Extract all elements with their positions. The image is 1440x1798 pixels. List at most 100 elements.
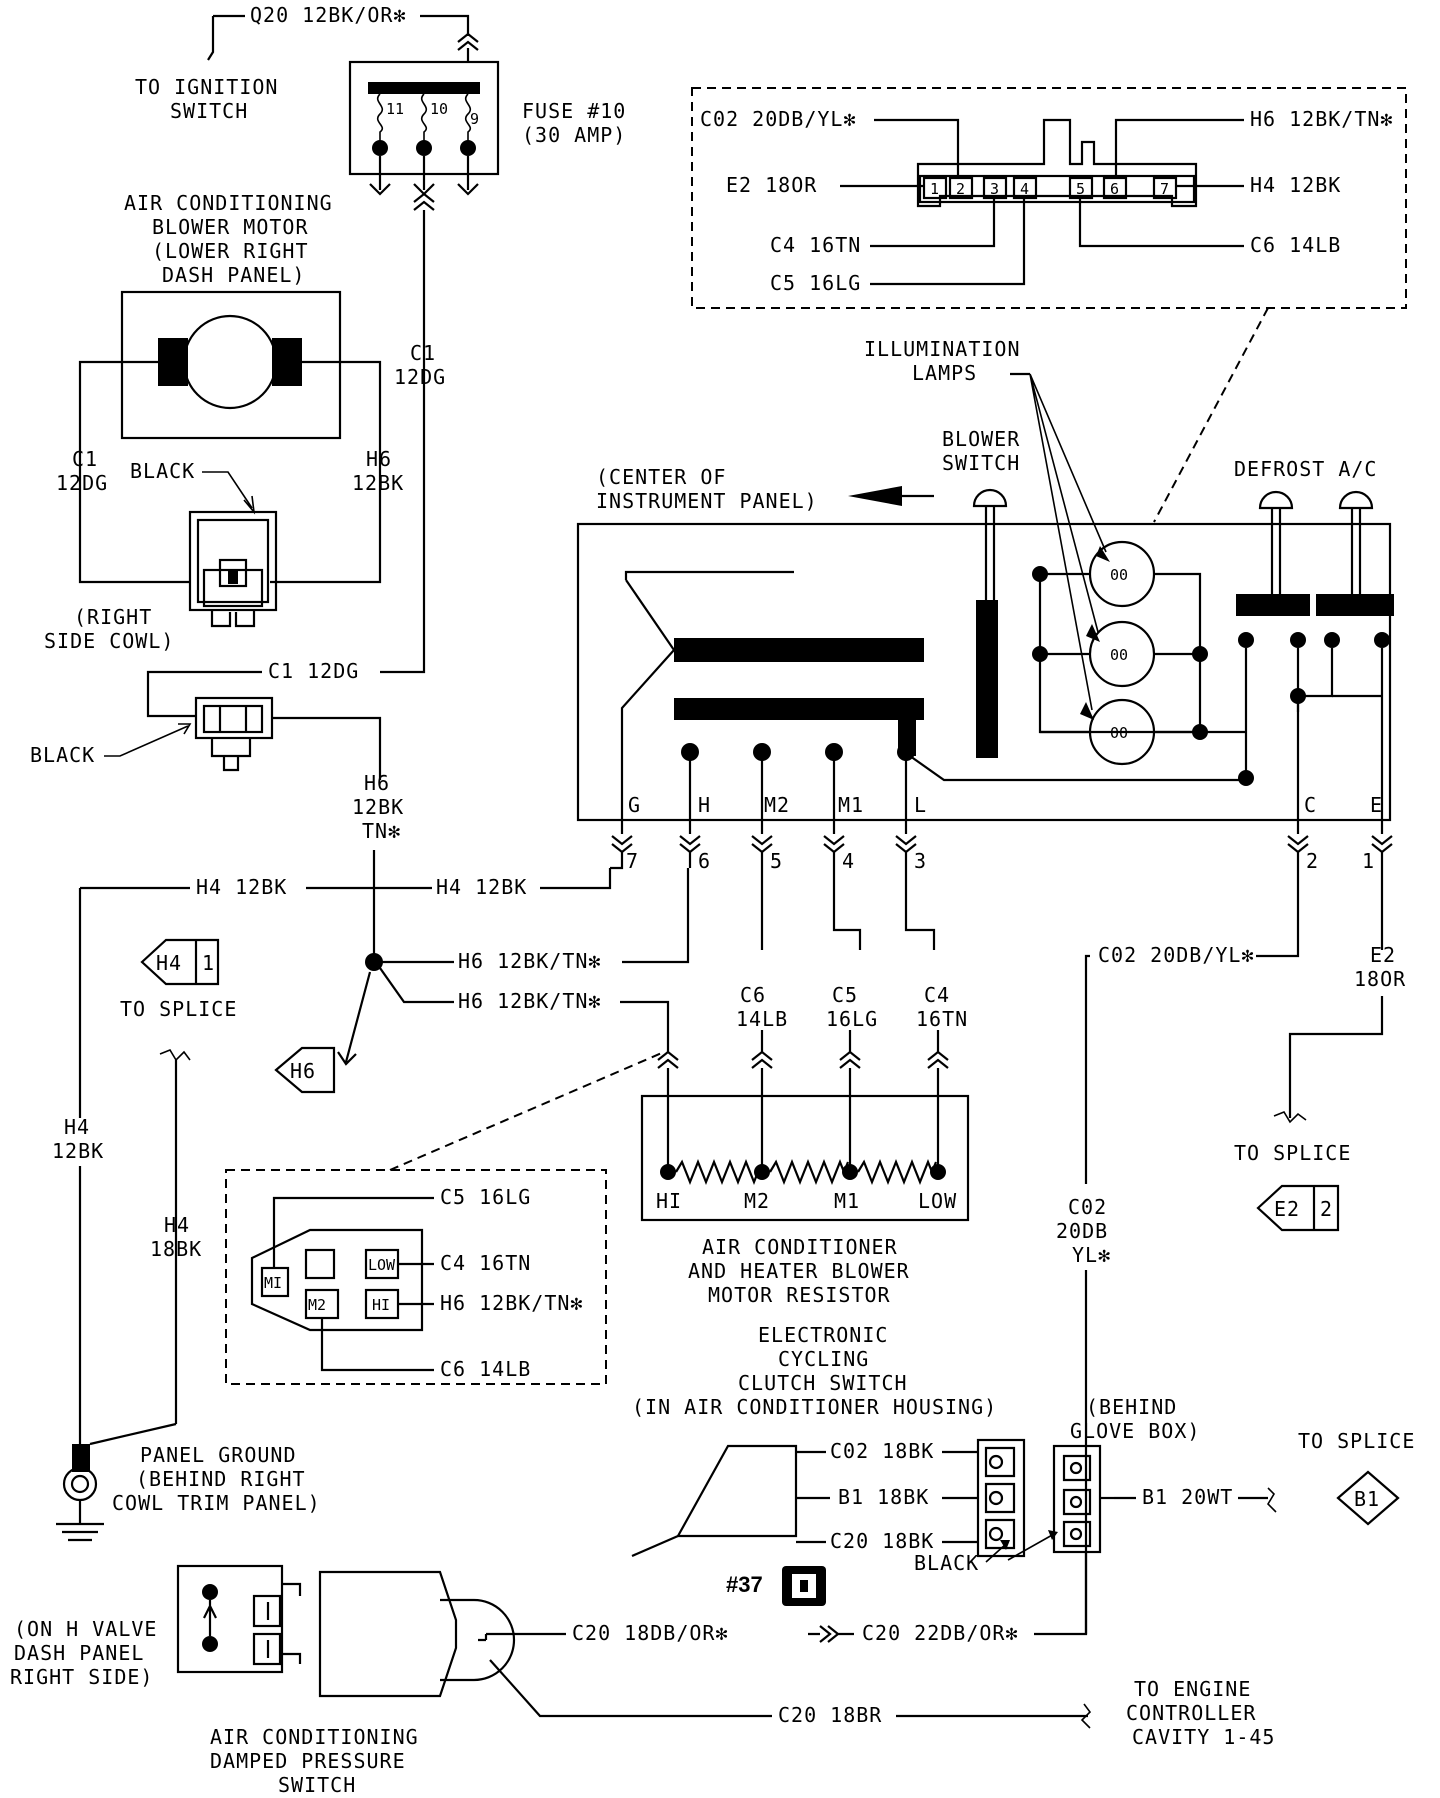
- valve-label-3: RIGHT SIDE): [10, 1665, 153, 1689]
- ecu-label-3: CAVITY 1-45: [1132, 1725, 1275, 1749]
- box-c6-label: C6 14LB: [1250, 233, 1341, 257]
- glove-label-2: GLOVE BOX): [1070, 1419, 1200, 1443]
- terminal-h: H: [698, 793, 711, 817]
- blower-motor-label-4: DASH PANEL): [162, 263, 305, 287]
- ecu-label-2: CONTROLLER: [1126, 1701, 1256, 1725]
- resistor-label-3: MOTOR RESISTOR: [708, 1283, 891, 1307]
- damped-label-3: SWITCH: [278, 1773, 356, 1797]
- to-splice-label: TO SPLICE: [120, 997, 237, 1021]
- ecu-label-1: TO ENGINE: [1134, 1677, 1251, 1701]
- c02-vert-c: YL✻: [1072, 1243, 1111, 1267]
- instrument-panel-switch: G H M2 M1 L C E 00 00 00: [576, 372, 1394, 834]
- clutch-switch: ELECTRONIC CYCLING CLUTCH SWITCH (IN AIR…: [631, 1323, 1415, 1634]
- defrost-ac-label: DEFROST A/C: [1234, 457, 1377, 481]
- splice-b1-text: B1: [1354, 1487, 1380, 1511]
- terminal-m2: M2: [764, 793, 790, 817]
- h4-h6-wires: H4 12BK H4 12BK H6 12BK/TN✻ H6 12BK/TN✻ …: [52, 850, 690, 1446]
- clutch-wire-3: C20 18BK: [830, 1529, 934, 1553]
- fuse-pin-10: 10: [430, 100, 448, 118]
- terminal-c: C: [1304, 793, 1317, 817]
- clutch-black-label: BLACK: [914, 1551, 979, 1575]
- h4-18bk-label-a: H4: [164, 1213, 190, 1237]
- to-splice-e2-label: TO SPLICE: [1234, 1141, 1351, 1165]
- res-term-low: LOW: [918, 1189, 957, 1213]
- box-h6-label: H6 12BK/TN✻: [1250, 107, 1393, 131]
- box-c5-label: C5 16LG: [770, 271, 861, 295]
- panel-output-pins: 7 6 5 4 3 2 1: [610, 835, 1393, 958]
- h4-mid-label: H4 12BK: [436, 875, 527, 899]
- h6-label-1: H6: [364, 771, 390, 795]
- clutch-label-4: (IN AIR CONDITIONER HOUSING): [632, 1395, 997, 1419]
- res-c6-b: 14LB: [736, 1007, 788, 1031]
- box-pin-6: 6: [1110, 180, 1119, 198]
- c1-vert-label-a: C1: [410, 341, 436, 365]
- fuse-10: 11 10 9 FUSE #10 (30 AMP): [348, 60, 626, 196]
- splice-h4-text-b: 1: [202, 951, 215, 975]
- bottom-section: #37 C20 18DB/OR✻ C20 22DB/OR✻ C20 18BR (…: [10, 1564, 1275, 1797]
- cowl-label-2: SIDE COWL): [44, 629, 174, 653]
- h6-tn1-label: H6 12BK/TN✻: [458, 949, 601, 973]
- ignition-label-2: SWITCH: [170, 99, 248, 123]
- res-c5-a: C5: [832, 983, 858, 1007]
- illum-label-2: LAMPS: [912, 361, 977, 385]
- inset-c5-label: C5 16LG: [440, 1185, 531, 1209]
- box-pin-5: 5: [1076, 180, 1085, 198]
- fuse-label-1: FUSE #10: [522, 99, 626, 123]
- h4-18bk-label-b: 18BK: [150, 1237, 202, 1261]
- lamp-1-filament: 00: [1110, 566, 1128, 584]
- q20-wire-label: Q20 12BK/OR✻: [250, 3, 407, 27]
- blower-h6-label-b: 12BK: [352, 471, 404, 495]
- center-label-2: INSTRUMENT PANEL): [596, 489, 818, 513]
- fuse-pin-11: 11: [386, 100, 404, 118]
- h4-12bk-label-a: H4: [64, 1115, 90, 1139]
- lamp-3-filament: 00: [1110, 724, 1128, 742]
- c1-vertical-wire: C1 12DG: [380, 192, 446, 674]
- lamp-2-filament: 00: [1110, 646, 1128, 664]
- panel-ground: PANEL GROUND (BEHIND RIGHT COWL TRIM PAN…: [56, 1443, 321, 1542]
- blower-switch-label-2: SWITCH: [942, 451, 1020, 475]
- illum-label-1: ILLUMINATION: [864, 337, 1021, 361]
- valve-label-2: DASH PANEL: [14, 1641, 144, 1665]
- clutch-label-3: CLUTCH SWITCH: [738, 1371, 908, 1395]
- blower-switch-connector-box: 1 2 3 4 5 6 7 C02 20DB/YL✻ E2 18OR C4 16…: [691, 87, 1407, 523]
- c1-vert-label-b: 12DG: [394, 365, 446, 389]
- b1-to-splice-label: TO SPLICE: [1298, 1429, 1415, 1453]
- center-label-1: (CENTER OF: [596, 465, 726, 489]
- box-c4-label: C4 16TN: [770, 233, 861, 257]
- resistor-label-2: AND HEATER BLOWER: [688, 1259, 910, 1283]
- box-pin-3: 3: [990, 180, 999, 198]
- terminal-g: G: [628, 793, 641, 817]
- res-c4-b: 16TN: [916, 1007, 968, 1031]
- c20-br-label: C20 18BR: [778, 1703, 882, 1727]
- e2-label-a: E2: [1370, 943, 1396, 967]
- terminal-l: L: [914, 793, 927, 817]
- ground-label-3: COWL TRIM PANEL): [112, 1491, 321, 1515]
- resistor-label-1: AIR CONDITIONER: [702, 1235, 898, 1259]
- right-side-wires: C02 20DB/YL✻ E2 18OR TO SPLICE E2 2 C02 …: [1034, 943, 1405, 1636]
- panel-labels: ILLUMINATION LAMPS BLOWER SWITCH (CENTER…: [596, 337, 1377, 513]
- resistor-connector-inset: MI LOW M2 HI C5 16LG C4 16TN H6 12BK/TN✻…: [225, 1051, 665, 1385]
- ignition-label-1: TO IGNITION: [135, 75, 278, 99]
- pin-2: 2: [1306, 849, 1319, 873]
- h4-12bk-label-b: 12BK: [52, 1139, 104, 1163]
- box-pin-7: 7: [1160, 180, 1169, 198]
- inset-pin-hi: HI: [372, 1296, 390, 1314]
- res-c5-b: 16LG: [826, 1007, 878, 1031]
- blower-motor-resistor: C6 14LB C5 16LG C4 16TN HI M2 M1 LOW AIR…: [640, 983, 970, 1307]
- blower-c1-label-a: C1: [72, 447, 98, 471]
- pin-7: 7: [626, 849, 639, 873]
- pin-3: 3: [914, 849, 927, 873]
- inset-c4-label: C4 16TN: [440, 1251, 531, 1275]
- damped-label-1: AIR CONDITIONING: [210, 1725, 419, 1749]
- clutch-wire-2: B1 18BK: [838, 1485, 929, 1509]
- h6-label-2: 12BK: [352, 795, 404, 819]
- pin-6: 6: [698, 849, 711, 873]
- blower-motor: AIR CONDITIONING BLOWER MOTOR (LOWER RIG…: [44, 191, 404, 653]
- blower-motor-label-3: (LOWER RIGHT: [152, 239, 309, 263]
- b1-wire-label: B1 20WT: [1142, 1485, 1233, 1509]
- res-term-m2: M2: [744, 1189, 770, 1213]
- cowl-label-1: (RIGHT: [74, 605, 152, 629]
- splice-h4-text-a: H4: [156, 951, 182, 975]
- fuse-pin-9: 9: [470, 110, 479, 128]
